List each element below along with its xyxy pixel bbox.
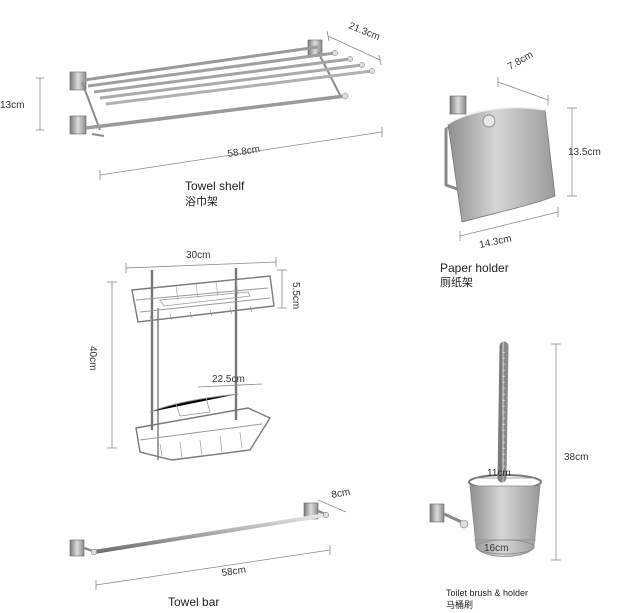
towel-shelf-length-label: 58.8cm (227, 144, 261, 160)
corner-basket-dimension-lines (107, 257, 287, 449)
towel-bar-title: Towel bar (168, 595, 219, 609)
corner-basket-icon (131, 268, 275, 461)
toilet-brush-bottom-diameter-label: 16cm (484, 543, 508, 554)
paper-holder-title: Paper holder (440, 261, 509, 275)
corner-basket-basket-height-label: 5.5cm (290, 282, 301, 309)
towel-shelf-title-cn: 浴巾架 (185, 194, 218, 208)
toilet-brush-title: Toilet brush & holder (446, 588, 528, 598)
towel-shelf-height-label: 13cm (0, 100, 24, 111)
corner-basket-lower-width-label: 22.5cm (212, 374, 245, 385)
toilet-brush-icon (429, 341, 542, 557)
corner-basket-height-label: 40cm (87, 346, 98, 370)
towel-bar-length-label: 58cm (221, 565, 247, 579)
towel-bar-icon (69, 502, 330, 557)
towel-bar-dimension-lines (95, 499, 347, 590)
towel-shelf-depth-label: 21.3cm (347, 21, 382, 43)
paper-holder-height-label: 13.5cm (568, 147, 601, 158)
paper-holder-depth-label: 7.8cm (506, 49, 535, 72)
toilet-brush-dimension-lines (474, 343, 561, 561)
towel-shelf-dimension-lines (36, 30, 383, 180)
toilet-brush-top-diameter-label: 11cm (487, 468, 511, 479)
paper-holder-dimension-lines (459, 77, 577, 241)
corner-basket-top-width-label: 30cm (186, 250, 210, 261)
toilet-brush-title-cn: 马桶刷 (446, 599, 473, 611)
toilet-brush-height-label: 38cm (564, 452, 588, 463)
towel-shelf-title: Towel shelf (185, 179, 245, 193)
paper-holder-title-cn: 厕纸架 (440, 276, 473, 289)
paper-holder-width-label: 14.3cm (478, 233, 512, 251)
towel-shelf-icon (69, 39, 375, 137)
towel-bar-depth-label: 8cm (331, 487, 352, 501)
paper-holder-icon (444, 95, 556, 223)
